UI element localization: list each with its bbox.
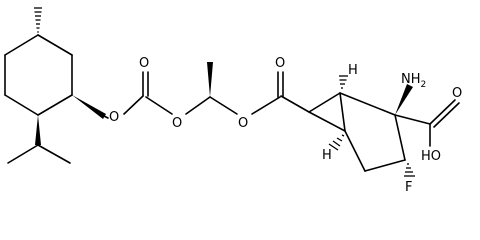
amine-wedge: [395, 84, 413, 115]
h-top-hash: [339, 75, 348, 89]
menthyl-ring: [4, 34, 73, 116]
atom-hydroxyl: HO: [421, 149, 441, 164]
atom-h-top: H: [348, 63, 358, 78]
bicyclic-core: [308, 92, 406, 172]
acid-bonds: [394, 99, 460, 147]
molecule-diagram: O O O O O H H NH2 O HO F: [4, 7, 462, 195]
atom-fluorine: F: [405, 180, 412, 195]
atom-o-carbonate-single: O: [172, 116, 182, 131]
h-bottom-hash: [328, 134, 345, 151]
structure-svg: O O O O O H H NH2 O HO F: [4, 7, 462, 195]
methyl-hashed-wedge: [34, 7, 42, 33]
atom-nh2: NH2: [401, 72, 426, 90]
fluorine-hash: [404, 163, 415, 177]
carbonate-bonds: [123, 71, 173, 115]
atom-o-acid-double: O: [452, 86, 462, 101]
isopropyl-group: [7, 115, 71, 164]
ethylidene-bonds: [185, 62, 238, 115]
ring-oxygen-wedge: [72, 95, 109, 119]
atom-o-ester1: O: [109, 110, 119, 125]
ester-bonds: [251, 71, 310, 115]
atom-h-bottom: H: [322, 148, 332, 163]
atom-o-ester2-double: O: [275, 56, 285, 71]
atom-o-carbonate-double: O: [139, 56, 149, 71]
atom-o-ester2-single: O: [238, 116, 248, 131]
